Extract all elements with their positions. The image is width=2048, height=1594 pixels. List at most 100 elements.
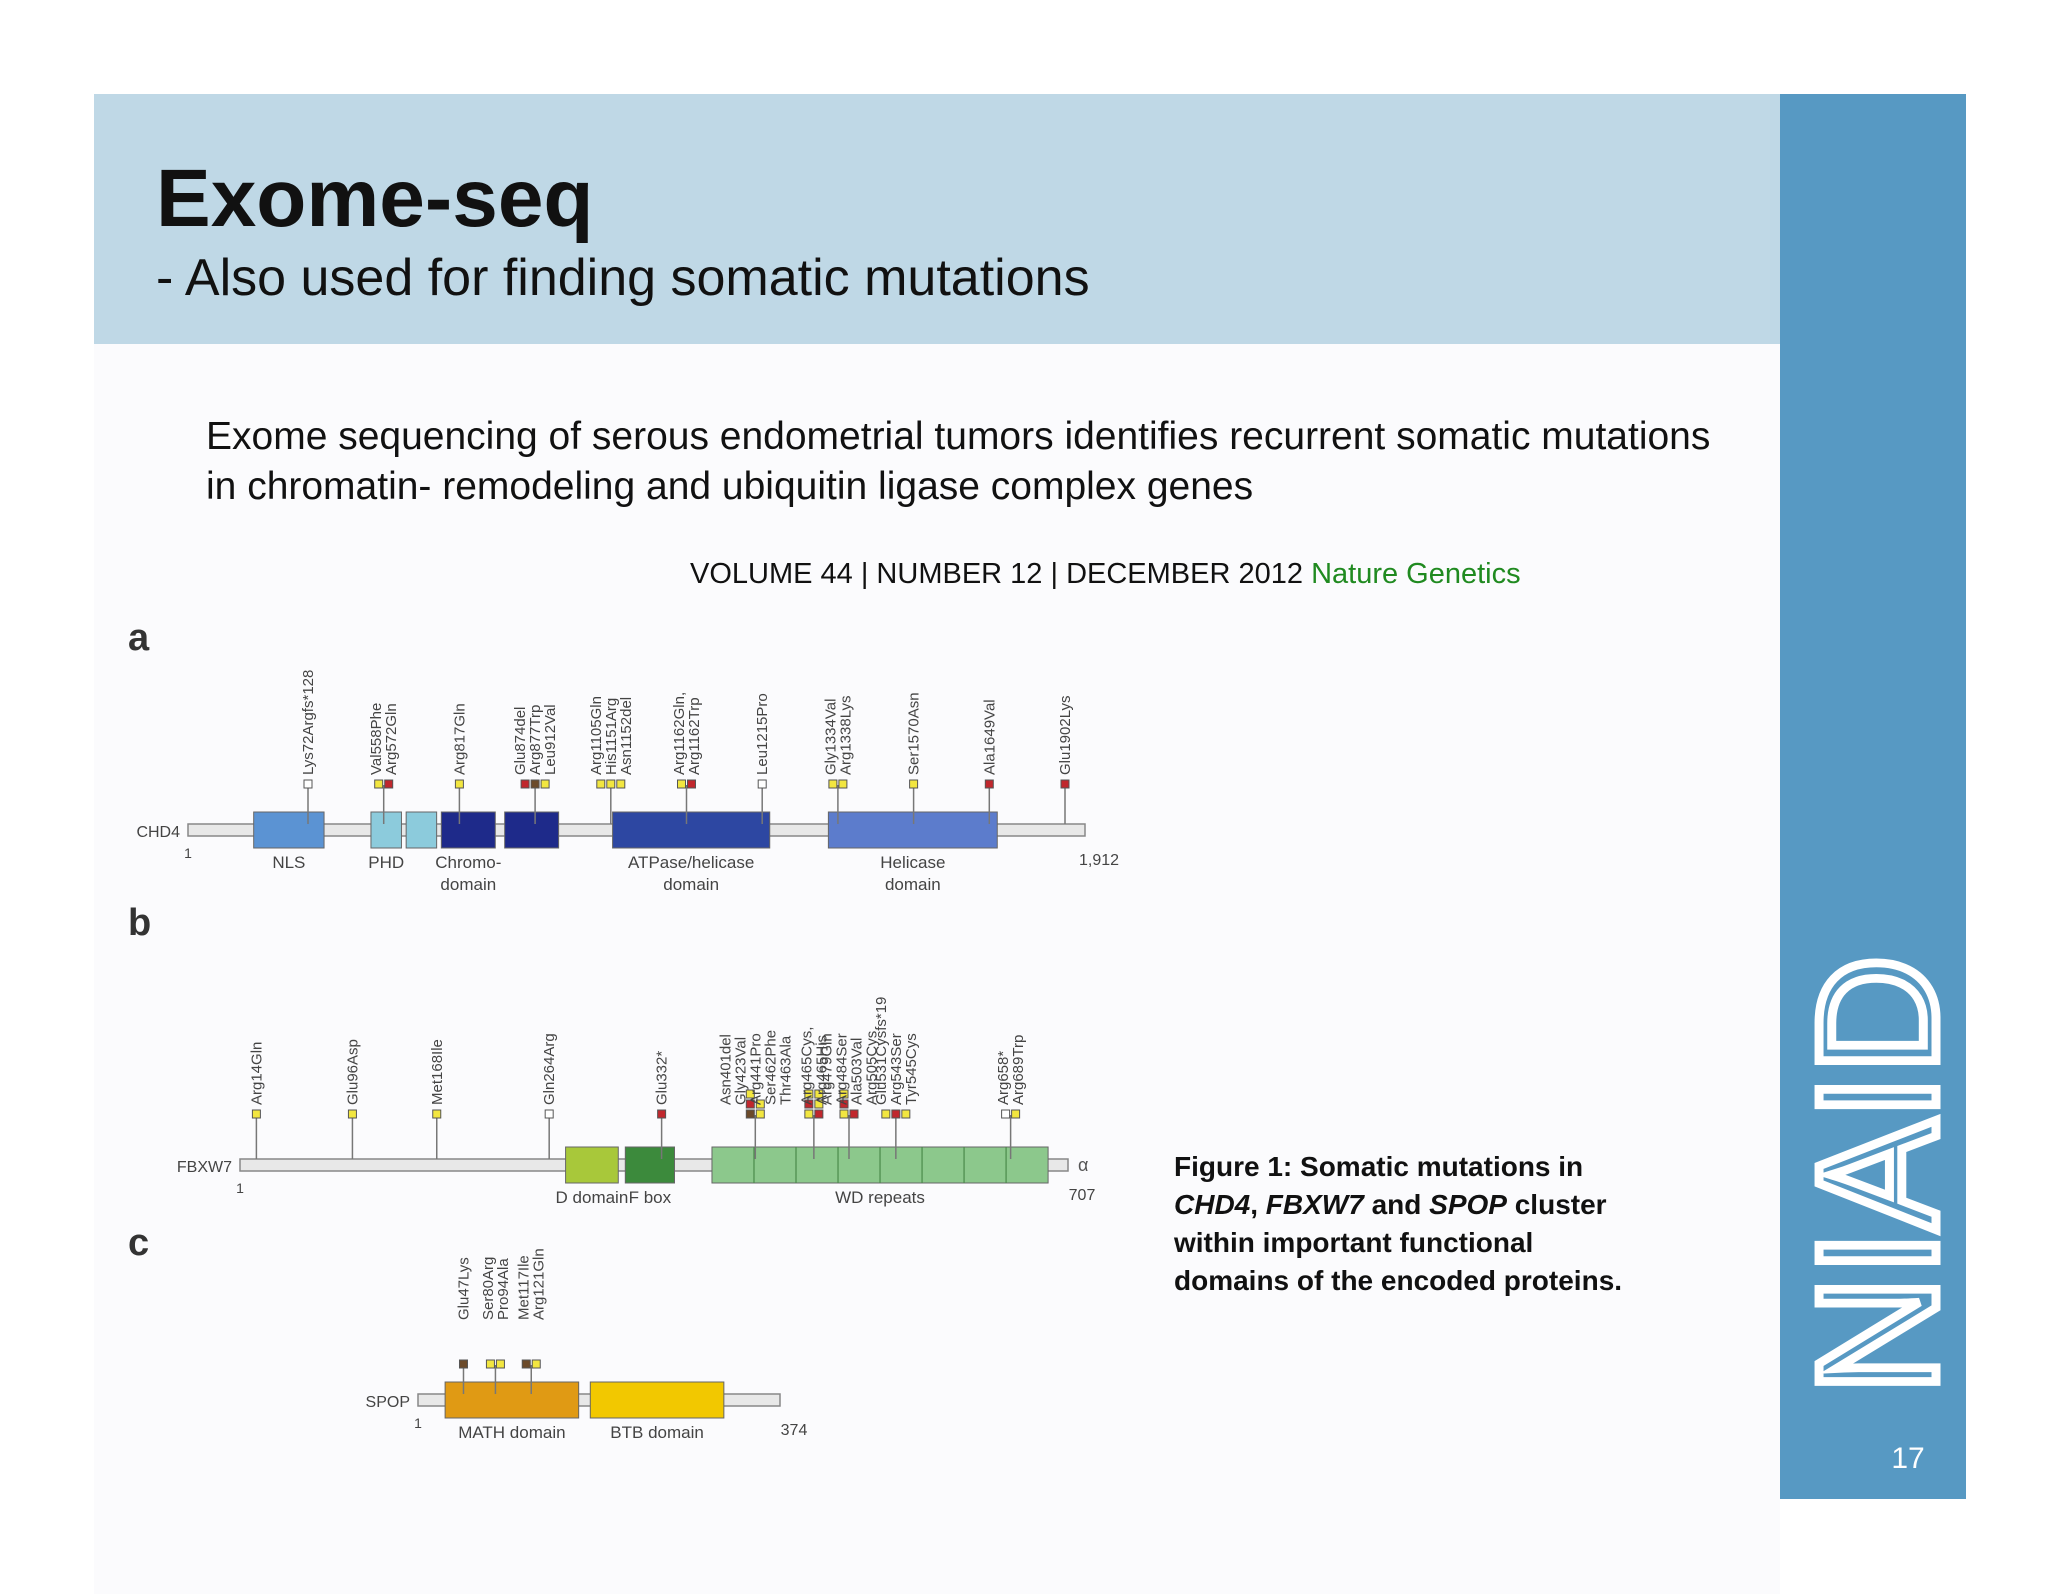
mutation-marker <box>521 1359 531 1369</box>
mutation-marker <box>520 779 530 789</box>
mutation-marker <box>814 1099 824 1109</box>
mutation-label: Arg817Gln <box>451 703 468 775</box>
protein-domain <box>444 1381 580 1419</box>
caption-part: , <box>1250 1189 1266 1220</box>
mutation-marker <box>1001 1109 1011 1119</box>
mutation-label: Leu912Val <box>542 704 559 775</box>
mutation-marker <box>374 779 384 789</box>
figure-caption: Figure 1: Somatic mutations in CHD4, FBX… <box>1174 1148 1634 1300</box>
protein-start: 1 <box>184 845 192 861</box>
protein-domain <box>624 1146 675 1184</box>
mutation-marker <box>347 1109 357 1119</box>
mutation-marker <box>596 779 606 789</box>
domain-label: domain <box>440 875 496 894</box>
protein-domain <box>565 1146 619 1184</box>
protein-start: 1 <box>414 1415 422 1431</box>
slide-subtitle: - Also used for finding somatic mutation… <box>156 249 1090 307</box>
mutation-marker <box>891 1109 901 1119</box>
mutation-marker <box>1011 1109 1021 1119</box>
mutation-marker <box>755 1109 765 1119</box>
gene-name-spop: SPOP <box>1429 1189 1507 1220</box>
mutation-marker <box>303 779 313 789</box>
mutation-marker <box>881 1109 891 1119</box>
caption-part: Figure 1: Somatic mutations in <box>1174 1151 1584 1182</box>
mutation-label: Arg14Gln <box>248 1042 265 1105</box>
mutation-marker <box>745 1109 755 1119</box>
domain-label: BTB domain <box>610 1423 704 1442</box>
mutation-label: Gln264Arg <box>541 1033 558 1105</box>
mutation-marker <box>531 1359 541 1369</box>
domain-label: domain <box>663 875 719 894</box>
mutation-label: Glu531Cysfs*19 <box>873 997 890 1105</box>
side-band <box>1780 94 1966 1499</box>
mutation-label: Arg484Ser <box>833 1033 850 1105</box>
mutation-marker <box>839 1089 849 1099</box>
mutation-label: Ala503Val <box>848 1038 865 1105</box>
header-band <box>94 94 1794 344</box>
mutation-label: Arg543Ser <box>888 1033 905 1105</box>
mutation-label: Glu332* <box>654 1051 671 1105</box>
mutation-label: Thr463Ala <box>777 1035 794 1105</box>
niaid-logo-text: NIAID <box>1783 955 1966 1395</box>
protein-start: 1 <box>236 1180 244 1196</box>
body-area <box>94 344 1780 1594</box>
mutation-marker <box>757 779 767 789</box>
gene-name-fbxw7: FBXW7 <box>1265 1189 1364 1220</box>
mutation-marker <box>657 1109 667 1119</box>
mutation-marker <box>606 779 616 789</box>
domain-label: WD repeats <box>835 1188 925 1207</box>
protein-domain <box>589 1381 725 1419</box>
protein-end: 374 <box>781 1422 808 1439</box>
mutation-label: Arg121Gln <box>531 1248 548 1320</box>
protein-domain <box>504 811 560 849</box>
niaid-logo: NIAID <box>1780 951 1966 1400</box>
mutation-label: Arg441Pro <box>747 1033 764 1105</box>
protein-domain <box>405 811 438 849</box>
caption-part: cluster within important functional doma… <box>1174 1189 1623 1296</box>
mutation-marker <box>677 779 686 789</box>
mutation-label: Arg1162Gln, <box>671 692 688 775</box>
protein-end: 707 <box>1069 1187 1096 1204</box>
domain-label: MATH domain <box>458 1423 565 1442</box>
mutation-marker <box>814 1109 824 1119</box>
mutation-marker <box>485 1359 495 1369</box>
mutation-marker <box>828 779 838 789</box>
mutation-label: Glu874del <box>512 707 529 775</box>
mutation-marker <box>251 1109 261 1119</box>
mutation-marker <box>804 1089 814 1099</box>
mutation-marker <box>495 1359 505 1369</box>
mutation-marker <box>540 779 550 789</box>
citation: VOLUME 44 | NUMBER 12 | DECEMBER 2012 Na… <box>690 558 1521 591</box>
paper-title: Exome sequencing of serous endometrial t… <box>206 415 1711 508</box>
mutation-marker <box>804 1099 814 1109</box>
mutation-label: Asn1152del <box>618 697 635 775</box>
mutation-label: Leu1215Pro <box>754 693 771 775</box>
mutation-marker <box>616 779 626 789</box>
protein-domain <box>253 811 325 849</box>
protein-domain <box>612 811 771 849</box>
mutation-label: Glu47Lys <box>455 1257 472 1320</box>
mutation-marker <box>849 1109 859 1119</box>
mutation-label: Arg1105Gln <box>588 696 605 775</box>
protein-domain <box>827 811 998 849</box>
mutation-label: Arg465Cys, <box>798 1027 815 1105</box>
gene-label: FBXW7 <box>177 1159 232 1176</box>
mutation-marker <box>839 1099 849 1109</box>
mutation-marker <box>804 1109 814 1119</box>
slide-title: Exome-seq <box>156 153 594 244</box>
mutation-marker <box>745 1099 755 1109</box>
gene-label: CHD4 <box>136 824 180 841</box>
mutation-marker <box>984 779 994 789</box>
mutation-marker <box>909 779 919 789</box>
protein-end: 1,912 <box>1079 852 1119 869</box>
mutation-marker <box>755 1099 765 1109</box>
mutation-label: Arg479Gln <box>818 1033 835 1105</box>
mutation-marker <box>454 779 464 789</box>
domain-label: D domain <box>556 1188 629 1207</box>
domain-label: Helicase <box>880 853 945 872</box>
page-number: 17 <box>1891 1442 1925 1475</box>
panel-letter: c <box>128 1222 149 1264</box>
mutation-label: Val558Phe <box>368 703 385 775</box>
